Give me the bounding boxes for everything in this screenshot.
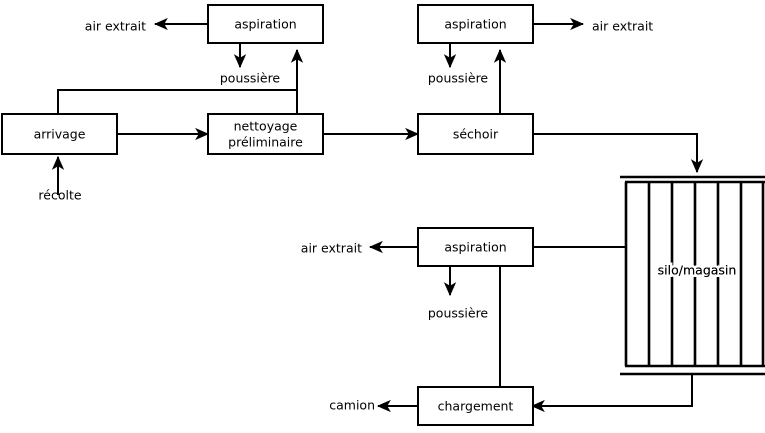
label-air-extrait-2: air extrait	[592, 19, 653, 34]
chargement-box[interactable]	[417, 386, 534, 426]
sechoir-label: séchoir	[453, 127, 499, 142]
label-recolte: récolte	[38, 188, 81, 203]
sechoir-box[interactable]	[417, 113, 534, 155]
label-air-extrait-3: air extrait	[301, 241, 362, 256]
silo-magasin-node[interactable]: silo/magasin silo/magasin	[620, 175, 765, 376]
aspiration-3-label: aspiration	[444, 240, 506, 255]
aspiration-3-box[interactable]	[417, 227, 534, 267]
nettoyage-preliminaire-label-line2: préliminaire	[228, 135, 303, 150]
connector-sechoir-to-silo	[532, 133, 704, 174]
nettoyage-preliminaire-label-line1: nettoyage	[234, 119, 298, 134]
aspiration-2-label: aspiration	[444, 17, 506, 32]
arrivage-box[interactable]	[1, 113, 118, 155]
nettoyage-preliminaire-box[interactable]	[207, 113, 324, 155]
chargement-node[interactable]: chargement	[417, 386, 534, 426]
label-air-extrait-1: air extrait	[85, 19, 146, 34]
aspiration-1-box[interactable]	[207, 4, 324, 44]
sechoir-node[interactable]: séchoir	[417, 113, 534, 155]
aspiration-1-label: aspiration	[234, 17, 296, 32]
aspiration-2-box[interactable]	[417, 4, 534, 44]
aspiration-1-node[interactable]: aspiration	[207, 4, 324, 44]
aspiration-3-node[interactable]: aspiration	[417, 227, 534, 267]
label-poussiere-2: poussière	[428, 71, 489, 86]
label-poussiere-3: poussière	[428, 306, 489, 321]
nettoyage-preliminaire-node[interactable]: nettoyage préliminaire	[207, 113, 324, 155]
silo-label-halo: silo/magasin	[658, 263, 737, 278]
silo-label: silo/magasin	[658, 263, 737, 278]
label-camion: camion	[329, 398, 375, 413]
label-poussiere-1: poussière	[220, 71, 281, 86]
connector-silo-to-chargement	[530, 374, 693, 413]
arrivage-node[interactable]: arrivage	[1, 113, 118, 155]
aspiration-2-node[interactable]: aspiration	[417, 4, 534, 44]
chargement-label: chargement	[438, 399, 514, 414]
arrivage-label: arrivage	[34, 127, 86, 142]
connector-arrivage-bypass	[57, 89, 297, 114]
